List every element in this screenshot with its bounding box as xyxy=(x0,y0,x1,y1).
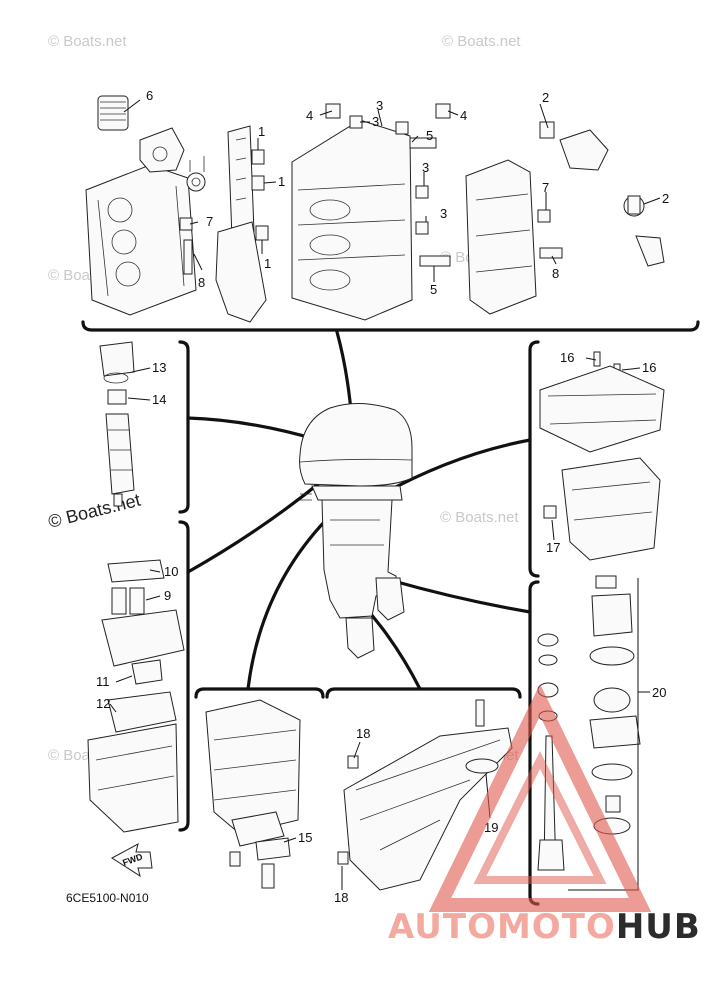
oil-filter-bracket xyxy=(139,127,185,173)
fuel-filter-bracket xyxy=(178,340,190,514)
exhaust-bracket xyxy=(194,687,325,699)
water-pump-assembly xyxy=(537,575,650,891)
lower-unit-assembly xyxy=(337,699,513,891)
callout-2: 2 xyxy=(542,90,549,105)
watermark: © Boats.net xyxy=(440,509,519,526)
callout-14: 14 xyxy=(152,392,166,407)
callout-16: 16 xyxy=(560,350,574,365)
thermostat-left xyxy=(186,156,206,192)
callout-3: 3 xyxy=(440,206,447,221)
callout-9: 9 xyxy=(164,588,171,603)
watermark: © Boats.net xyxy=(48,33,127,50)
callout-1: 1 xyxy=(264,256,271,271)
left-cylinder-head xyxy=(85,164,197,316)
thermostat-housing-right xyxy=(559,129,665,267)
lower-unit-bracket xyxy=(325,687,522,699)
callout-20: 20 xyxy=(652,685,666,700)
exhaust-guide-assembly xyxy=(205,699,301,889)
callout-5: 5 xyxy=(430,282,437,297)
logo-text: AUTOMOTOHUB xyxy=(388,907,701,947)
callout-7: 7 xyxy=(206,214,213,229)
leader-waterpump xyxy=(388,578,532,614)
callout-3: 3 xyxy=(372,114,379,129)
leader-exhaust xyxy=(246,518,328,691)
bracket-plate xyxy=(227,125,255,239)
vapor-separator-bracket xyxy=(178,520,190,832)
callout-18: 18 xyxy=(356,726,370,741)
callout-10: 10 xyxy=(164,564,178,579)
oil-filter xyxy=(97,95,129,131)
logo-triangle xyxy=(428,684,652,912)
oil-pan-assembly xyxy=(539,351,665,561)
callout-6: 6 xyxy=(146,88,153,103)
callout-3: 3 xyxy=(376,98,383,113)
callout-7: 7 xyxy=(542,180,549,195)
callout-15: 15 xyxy=(298,830,312,845)
callout-4: 4 xyxy=(460,108,467,123)
callout-5: 5 xyxy=(426,128,433,143)
water-pump-bracket xyxy=(528,580,540,906)
part-code: 6CE5100-N010 xyxy=(66,891,149,905)
callout-19: 19 xyxy=(484,820,498,835)
callout-4: 4 xyxy=(306,108,313,123)
fwd-arrow: FWD xyxy=(111,843,153,878)
callout-13: 13 xyxy=(152,360,166,375)
callout-1: 1 xyxy=(258,124,265,139)
gasket-cover xyxy=(215,221,267,323)
callout-12: 12 xyxy=(96,696,110,711)
small-fittings xyxy=(179,103,641,275)
oil-pan-bracket xyxy=(528,340,540,578)
callout-11: 11 xyxy=(96,674,110,689)
watermark: © Boats.net xyxy=(442,33,521,50)
callout-8: 8 xyxy=(552,266,559,281)
logo-text-part2: HUB xyxy=(616,907,701,947)
outboard-motor-silhouette xyxy=(299,402,413,659)
cylinder-block xyxy=(291,119,413,321)
vapor-separator-assembly xyxy=(87,559,185,833)
fuel-filter-assembly xyxy=(99,341,135,507)
right-cylinder-head xyxy=(465,159,537,315)
callout-3: 3 xyxy=(422,160,429,175)
callout-numbers: 1 1 1 2 2 3 3 3 3 4 4 5 5 6 7 7 8 8 9 10… xyxy=(96,88,669,905)
logo-text-part1: AUTOMOTO xyxy=(388,907,616,947)
callout-2: 2 xyxy=(662,191,669,206)
callout-1: 1 xyxy=(278,174,285,189)
watermark-main: © Boats.net xyxy=(46,490,142,532)
automotohub-logo: AUTOMOTOHUB xyxy=(388,684,701,947)
top-group-bracket xyxy=(81,320,700,332)
callout-8: 8 xyxy=(198,275,205,290)
callout-16: 16 xyxy=(642,360,656,375)
callout-17: 17 xyxy=(546,540,560,555)
callout-18: 18 xyxy=(334,890,348,905)
logo-triangle-inner xyxy=(473,751,607,884)
leader-fuel xyxy=(186,416,320,442)
